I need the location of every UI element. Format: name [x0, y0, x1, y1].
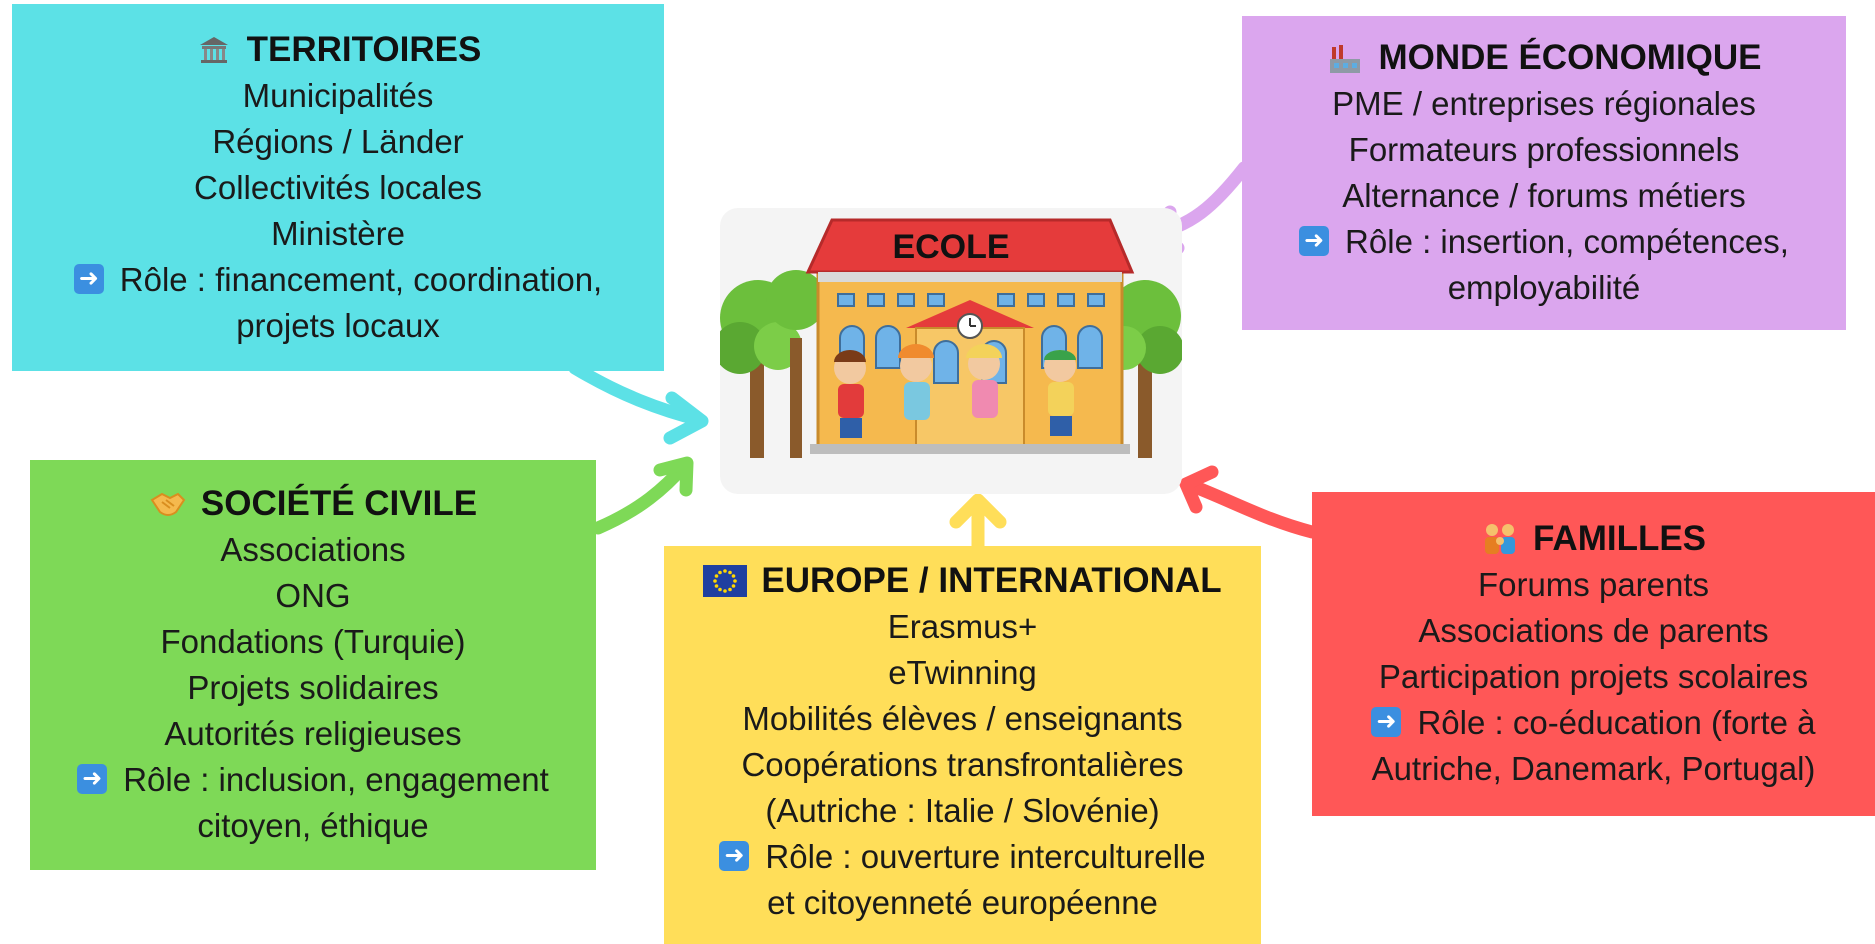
territoires-title: TERRITOIRES: [195, 27, 481, 73]
monde-role: ➜Rôle : insertion, compétences,: [1299, 219, 1789, 265]
territoires-line: Régions / Länder: [212, 122, 464, 160]
societe-civile-card: SOCIÉTÉ CIVILE Associations ONG Fondatio…: [30, 460, 596, 870]
territoires-role-cont: projets locaux: [236, 306, 440, 344]
familles-card: FAMILLES Forums parents Associations de …: [1312, 492, 1875, 816]
europe-line: eTwinning: [888, 654, 1037, 691]
monde-role-cont: employabilité: [1447, 269, 1641, 306]
familles-title: FAMILLES: [1481, 516, 1706, 562]
familles-line: Participation projets scolaires: [1378, 658, 1809, 695]
right-arrow-icon: ➜: [1299, 226, 1330, 257]
right-arrow-icon: ➜: [1371, 707, 1402, 738]
societe-line: Associations: [220, 531, 406, 568]
tree-left: [714, 270, 826, 458]
europe-line: Mobilités élèves / enseignants: [742, 700, 1183, 737]
school-illustration: ECOLE: [714, 208, 1184, 494]
europe-title: EUROPE / INTERNATIONAL: [703, 558, 1222, 604]
right-arrow-icon: ➜: [77, 764, 108, 795]
monde-line: PME / entreprises régionales: [1332, 85, 1756, 122]
societe-title: SOCIÉTÉ CIVILE: [149, 481, 477, 527]
territoires-card: TERRITOIRES Municipalités Régions / Länd…: [12, 4, 664, 371]
societe-line: ONG: [275, 577, 351, 614]
children-figures: [834, 344, 1076, 438]
europe-international-card: EUROPE / INTERNATIONAL Erasmus+ eTwinnin…: [664, 546, 1261, 944]
europe-role-cont: et citoyenneté européenne: [767, 884, 1158, 921]
family-icon: [1481, 520, 1519, 558]
eu-flag-icon: [703, 562, 748, 600]
familles-role-cont: Autriche, Danemark, Portugal): [1371, 750, 1816, 787]
familles-line: Forums parents: [1477, 566, 1710, 603]
societe-line: Autorités religieuses: [164, 715, 462, 752]
arrow-europe-to-ecole: [949, 493, 1007, 553]
arrow-familles-to-ecole: [1179, 465, 1319, 539]
monde-line: Alternance / forums métiers: [1342, 177, 1746, 214]
school-building-icon: [714, 218, 1184, 458]
arrow-territoires-to-ecole: [568, 361, 709, 445]
europe-role: ➜Rôle : ouverture interculturelle: [719, 834, 1206, 880]
societe-line: Fondations (Turquie): [160, 623, 466, 660]
societe-line: Projets solidaires: [187, 669, 439, 706]
europe-line: Coopérations transfrontalières: [741, 746, 1184, 783]
territoires-line: Collectivités locales: [194, 168, 482, 206]
familles-role: ➜Rôle : co-éducation (forte à: [1371, 700, 1816, 746]
factory-icon: [1326, 39, 1364, 77]
arrow-societe-to-ecole: [591, 456, 694, 535]
familles-line: Associations de parents: [1418, 612, 1769, 649]
territoires-line: Ministère: [271, 214, 405, 252]
societe-role-cont: citoyen, éthique: [197, 807, 429, 844]
monde-line: Formateurs professionnels: [1348, 131, 1740, 168]
societe-role: ➜Rôle : inclusion, engagement: [77, 757, 549, 803]
right-arrow-icon: ➜: [719, 841, 750, 872]
territoires-line: Municipalités: [242, 76, 434, 114]
monde-economique-card: MONDE ÉCONOMIQUE PME / entreprises régio…: [1242, 16, 1846, 330]
classical-building-icon: [195, 31, 233, 69]
europe-line: Erasmus+: [887, 608, 1038, 645]
handshake-icon: [149, 485, 187, 523]
monde-title: MONDE ÉCONOMIQUE: [1326, 35, 1762, 81]
center-label: ECOLE: [892, 228, 1010, 266]
europe-line: (Autriche : Italie / Slovénie): [765, 792, 1160, 829]
right-arrow-icon: ➜: [73, 263, 104, 294]
territoires-role: ➜Rôle : financement, coordination,: [73, 257, 602, 303]
